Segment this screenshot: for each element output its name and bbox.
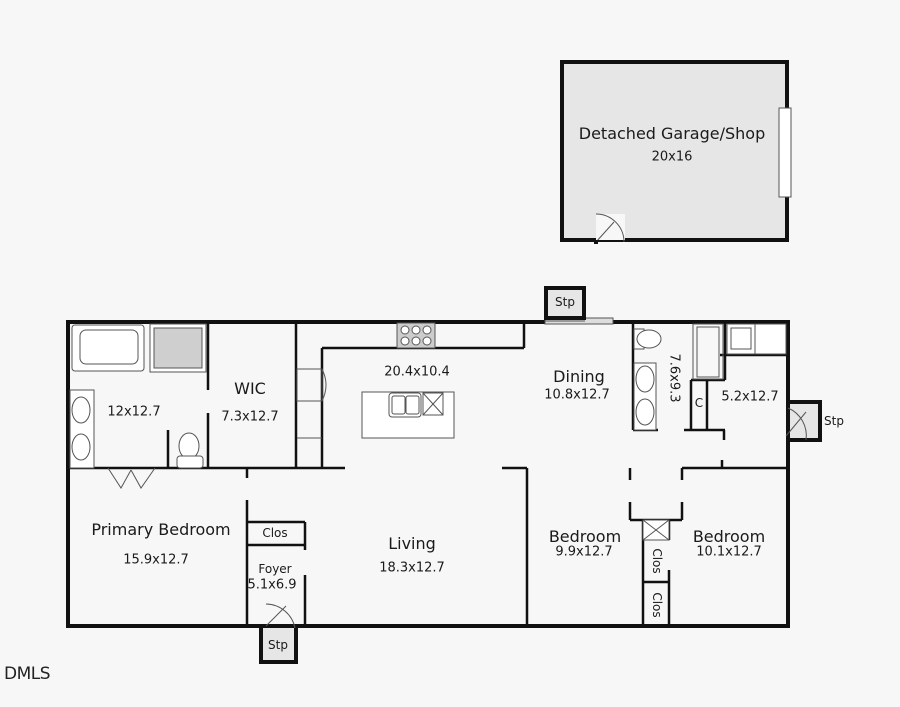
outer-walls xyxy=(66,320,790,628)
bathtub-icon xyxy=(71,324,145,372)
laundry-closet-label: C xyxy=(694,396,704,411)
primary-bedroom-name: Primary Bedroom xyxy=(91,519,231,539)
primary-bath-dims: 12x12.7 xyxy=(107,404,161,420)
kitchen-dims: 20.4x10.4 xyxy=(384,364,450,380)
step-bottom xyxy=(259,603,298,664)
step-top-label: Stp xyxy=(555,295,575,310)
dining-name: Dining xyxy=(553,366,605,386)
step-bottom-label: Stp xyxy=(268,638,288,653)
step-top xyxy=(544,286,586,320)
step-right xyxy=(785,400,822,442)
bedroom3-name: Bedroom xyxy=(692,526,766,546)
bedroom2-dims: 9.9x12.7 xyxy=(555,544,613,560)
dining-dims: 10.8x12.7 xyxy=(544,387,610,403)
foyer-name: Foyer xyxy=(258,562,292,577)
fixtures xyxy=(69,322,787,541)
laundry-dims: 5.2x12.7 xyxy=(721,389,779,405)
wic-dims: 7.3x12.7 xyxy=(221,409,279,425)
foyer-closet-label: Clos xyxy=(262,526,288,541)
watermark-logo: DMLS xyxy=(4,664,51,684)
dryer-icon xyxy=(754,323,787,355)
refrigerator-icon xyxy=(296,368,323,402)
garage-dims: 20x16 xyxy=(651,149,693,165)
step-right-label: Stp xyxy=(824,414,844,429)
living-name: Living xyxy=(388,533,436,553)
toilet-icon xyxy=(176,432,204,469)
primary-bedroom-dims: 15.9x12.7 xyxy=(123,552,189,568)
foyer-dims: 5.1x6.9 xyxy=(247,577,297,593)
bedroom2-name: Bedroom xyxy=(548,526,622,546)
bathtub-icon xyxy=(692,323,724,380)
bath2-dims: 7.6x9.3 xyxy=(666,353,682,403)
bed-closet-2-label: Clos xyxy=(649,592,664,618)
bed-closet-1-label: Clos xyxy=(649,548,664,574)
garage xyxy=(560,60,792,244)
wic-name: WIC xyxy=(234,378,266,398)
toilet-icon xyxy=(633,328,662,350)
garage-name: Detached Garage/Shop xyxy=(578,123,766,143)
living-dims: 18.3x12.7 xyxy=(379,560,445,576)
bedroom3-dims: 10.1x12.7 xyxy=(696,544,762,560)
